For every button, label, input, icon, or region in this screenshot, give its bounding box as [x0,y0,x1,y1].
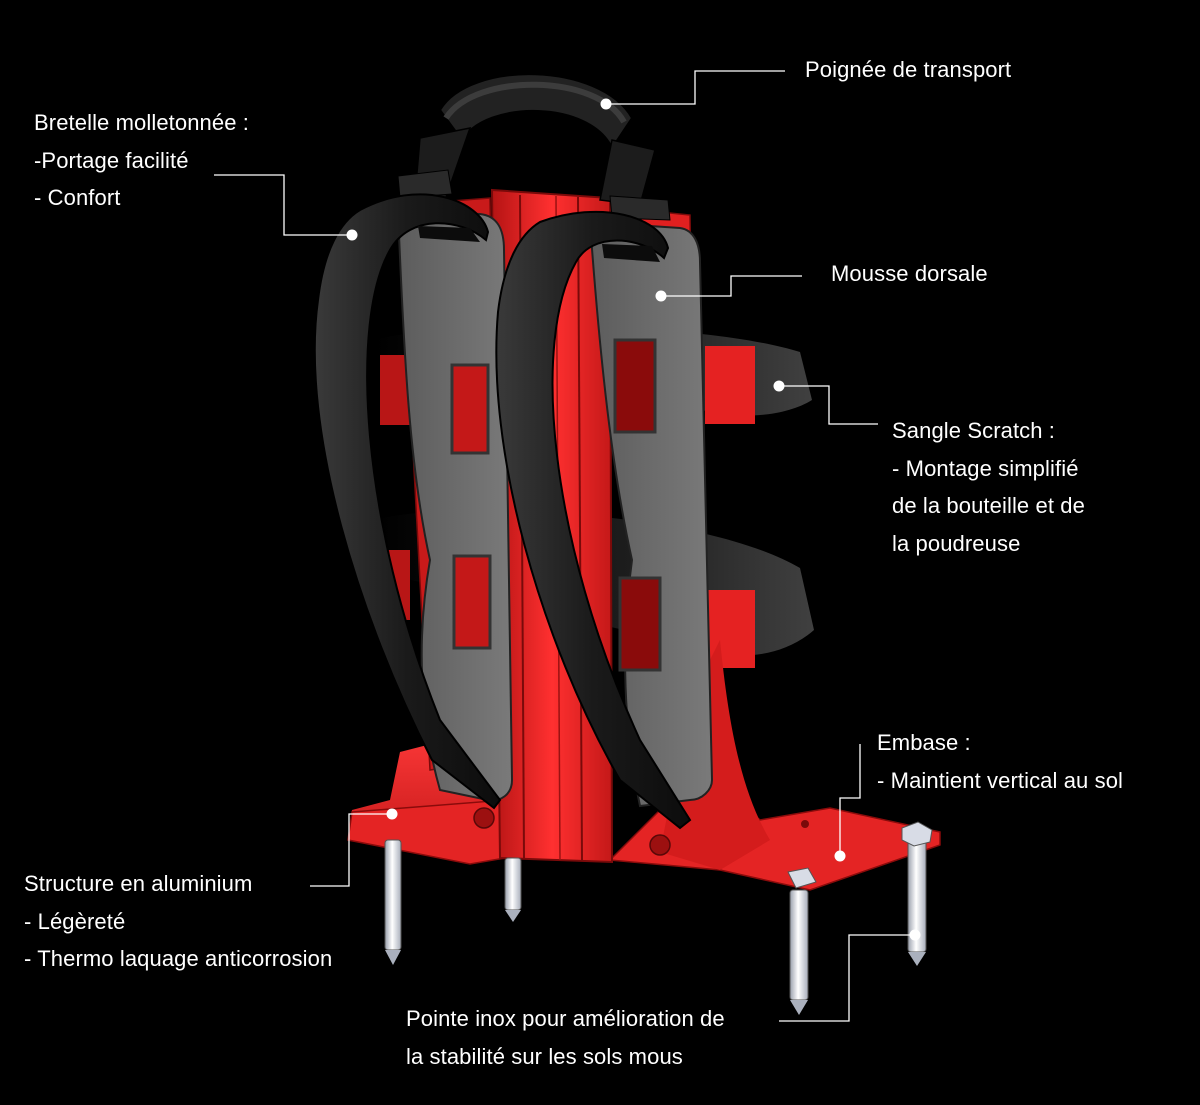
pin-front-left [384,839,402,965]
callout-strap-title: Bretelle molletonnée : [34,110,249,135]
callout-stainless-pin: Pointe inox pour amélioration de la stab… [406,1000,725,1075]
callout-handle-line: Poignée de transport [805,57,1012,82]
scratch-clip-upper [705,346,755,424]
callout-scratch-line-1: - Montage simplifié [892,455,1079,481]
callout-strap-line-1: -Portage facilité [34,147,189,173]
leader-strap [214,174,352,236]
shoulder-strap-left [313,193,502,810]
callout-base-line-1: - Maintient vertical au sol [877,767,1124,793]
leader-pin [779,934,915,1022]
shoulder-strap-right [495,210,692,830]
leader-scratch [779,385,878,425]
callout-handle: Poignée de transport [805,51,1011,89]
callout-foam-line: Mousse dorsale [831,261,988,286]
pin-front-right [787,867,817,1015]
leader-base [839,744,861,856]
callout-base: Embase : - Maintient vertical au sol [877,724,1123,799]
callout-base-title: Embase : [877,730,971,755]
pin-back-left [504,857,522,922]
leader-dots [346,98,921,941]
leader-handle [606,70,785,105]
back-foam-pads [396,208,714,808]
callout-scratch-strap: Sangle Scratch : - Montage simplifié de … [892,412,1085,562]
stainless-pins [384,821,933,1015]
callout-pin-line-1: Pointe inox pour amélioration de [406,1006,725,1031]
leader-lines [214,70,915,1022]
callout-shoulder-strap: Bretelle molletonnée : -Portage facilité… [34,104,249,217]
callout-structure: Structure en aluminium - Légèreté - Ther… [24,865,332,978]
callout-pin-line-2: la stabilité sur les sols mous [406,1043,683,1069]
callout-scratch-line-2: de la bouteille et de [892,493,1085,518]
callout-scratch-line-3: la poudreuse [892,530,1021,556]
shoulder-straps [313,193,692,830]
pin-back-right [901,821,933,966]
callout-structure-line-1: - Légèreté [24,908,126,934]
callout-strap-line-2: - Confort [34,185,121,210]
leader-structure [310,813,392,887]
callout-scratch-title: Sangle Scratch : [892,418,1056,443]
callout-back-foam: Mousse dorsale [831,255,988,293]
leader-foam [661,275,802,297]
callout-structure-line-2: - Thermo laquage anticorrosion [24,946,333,971]
callout-structure-title: Structure en aluminium [24,871,253,896]
